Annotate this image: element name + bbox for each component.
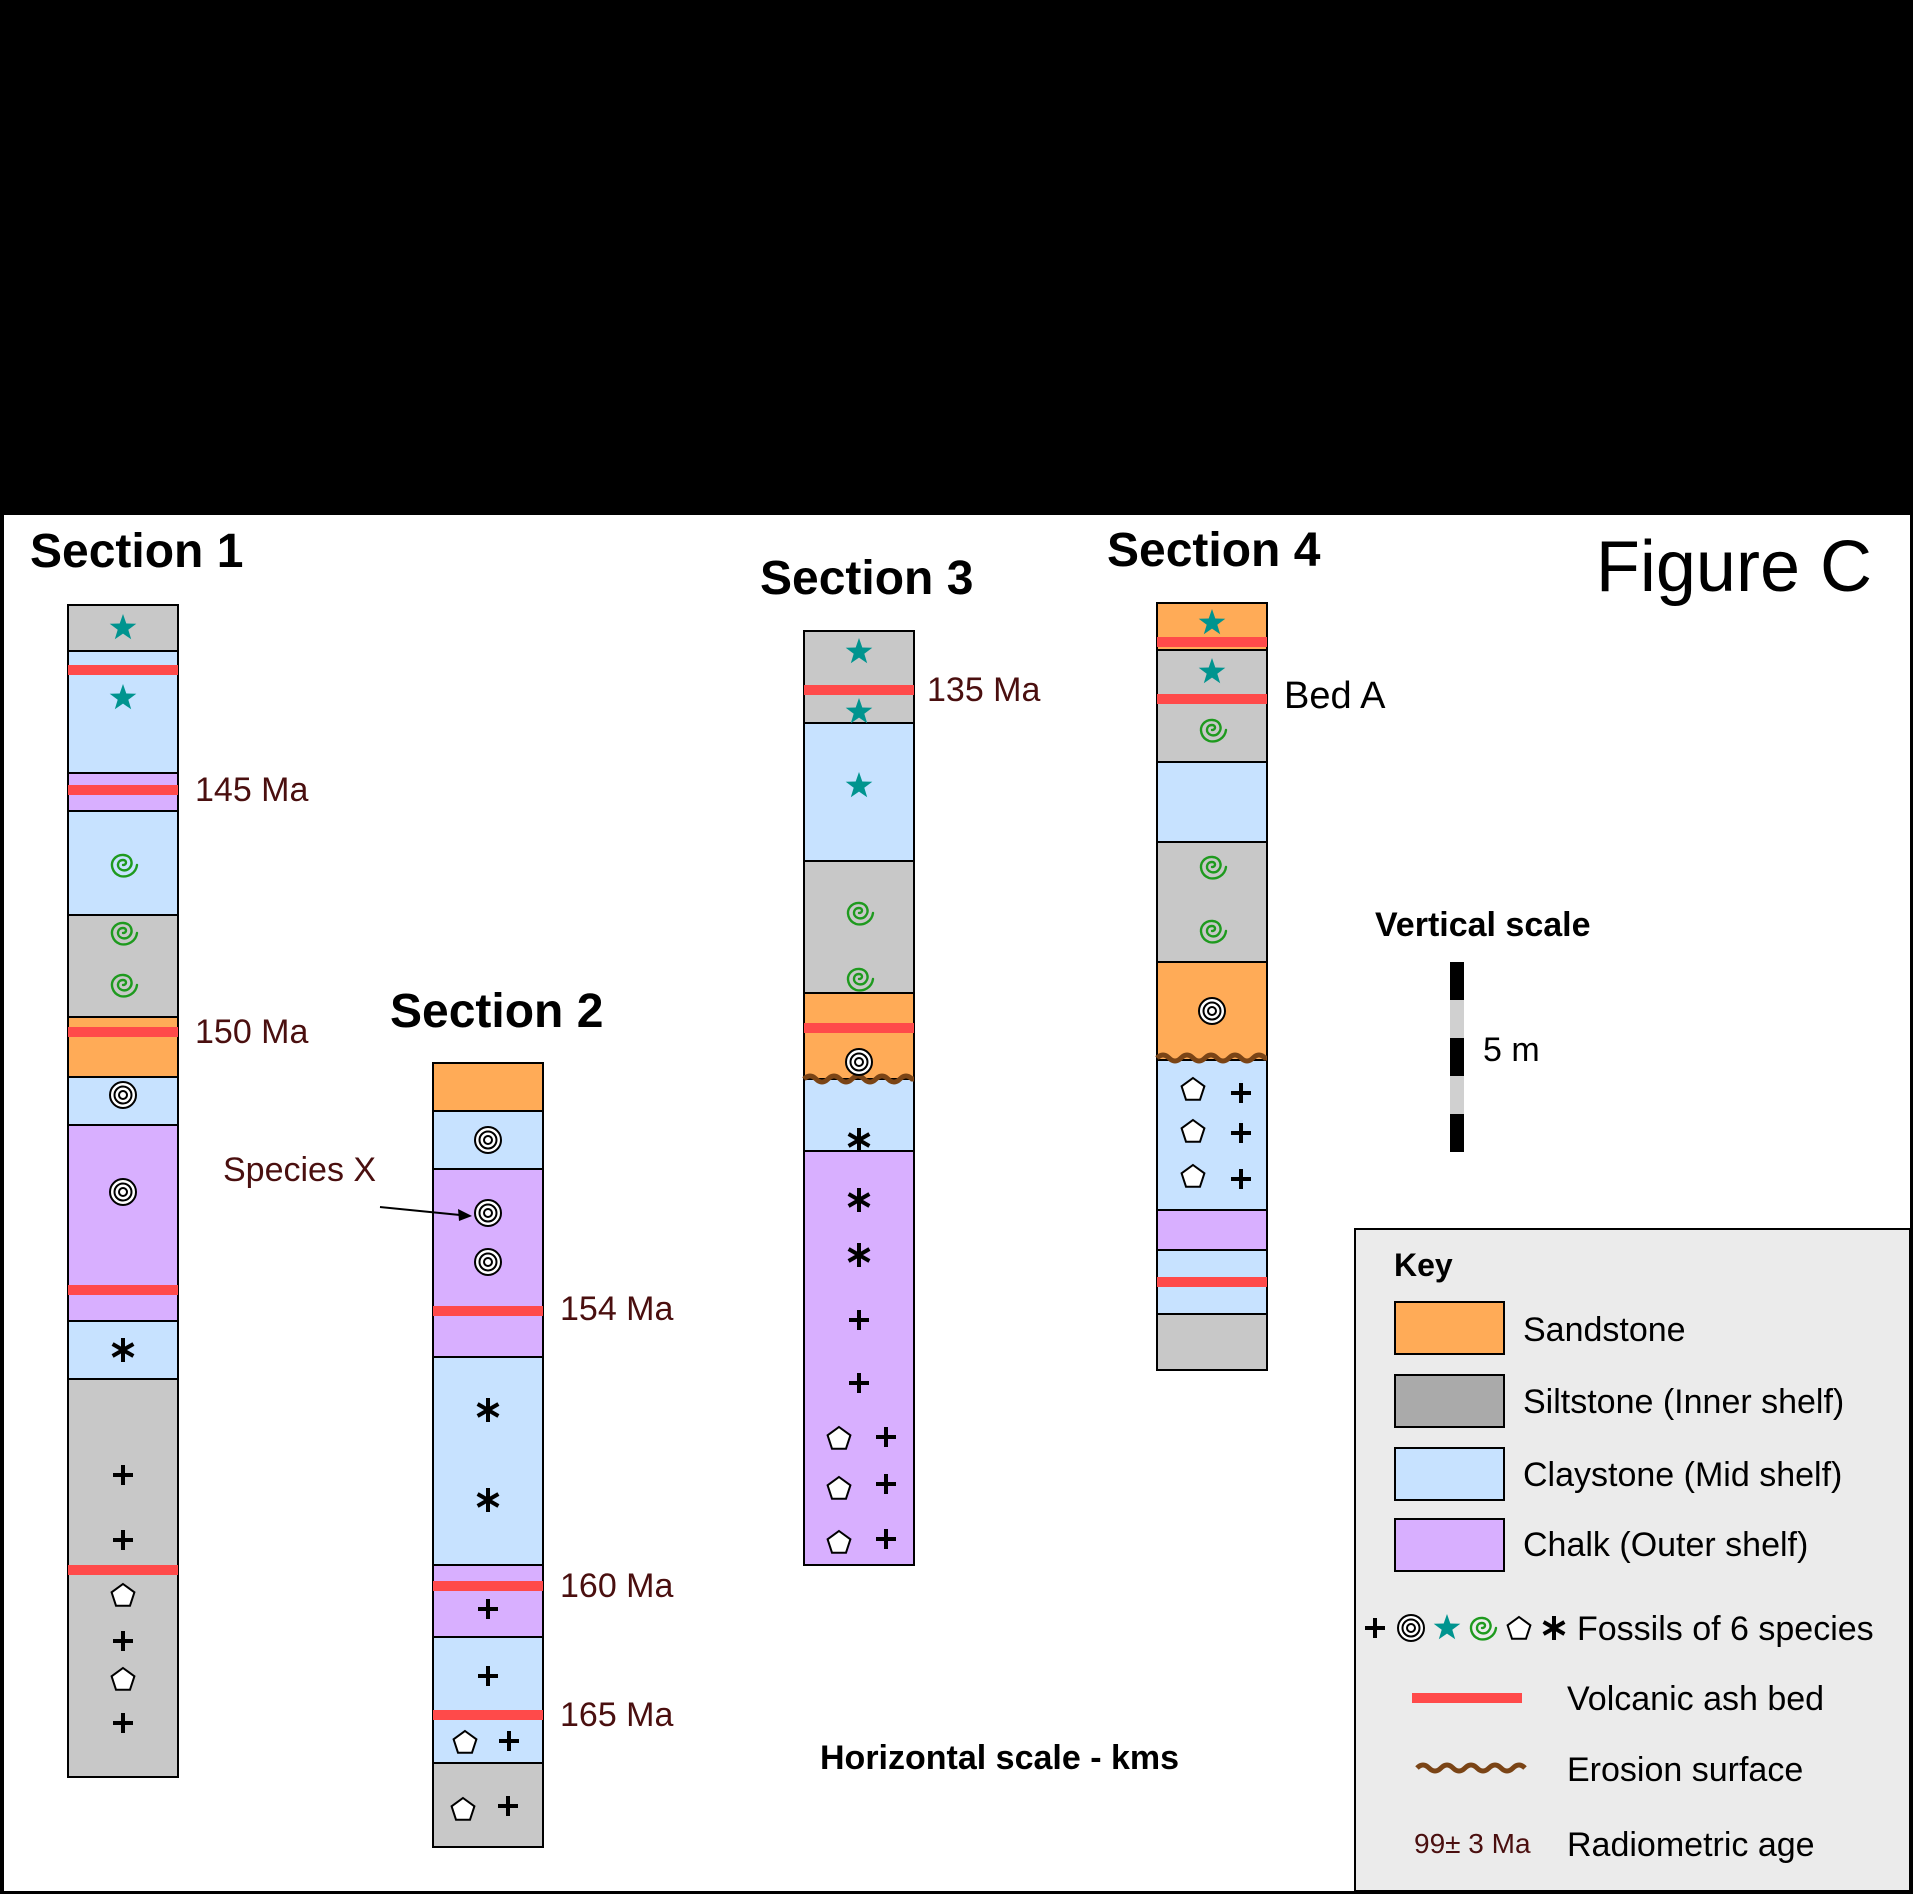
volcanic-ash-bed (68, 785, 178, 795)
stratigraphy-diagram: Section 1 (30, 524, 1910, 1891)
key-item-label: Claystone (Mid shelf) (1523, 1456, 1842, 1494)
volcanic-ash-bed (68, 1565, 178, 1575)
section-2-column (432, 1062, 544, 1848)
bed-claystone (803, 722, 915, 862)
bed-chalk (1156, 1209, 1268, 1251)
horizontal-scale-label: Horizontal scale - kms (820, 1739, 1179, 1777)
section-2: Section 2 Species X (223, 985, 673, 1848)
ash-swatch (1412, 1693, 1522, 1703)
section-3-title: Section 3 (760, 552, 973, 605)
volcanic-ash-bed (1157, 694, 1267, 704)
bed-claystone (432, 1356, 544, 1566)
section-4: Section 4 (1107, 524, 1386, 1371)
siltstone-swatch (1394, 1374, 1505, 1428)
section-4-title: Section 4 (1107, 524, 1321, 577)
scale-bar-segment (1450, 962, 1464, 1000)
radiometric-age-label: 160 Ma (560, 1567, 673, 1605)
bed-siltstone (432, 1762, 544, 1848)
sandstone-swatch (1394, 1301, 1505, 1355)
volcanic-ash-bed (433, 1581, 543, 1591)
figure-title: Figure C (1596, 527, 1872, 607)
target-fossil-icon (109, 1081, 137, 1109)
key-legend: Key Sandstone Siltstone (Inner shelf) Cl… (1354, 1228, 1910, 1891)
chalk-swatch (1394, 1518, 1505, 1572)
target-fossil-icon (474, 1248, 502, 1276)
scale-bar-segment (1450, 1076, 1464, 1114)
radiometric-age-label: 154 Ma (560, 1290, 673, 1328)
volcanic-ash-bed (433, 1306, 543, 1316)
bed-sandstone (67, 1016, 179, 1078)
key-title: Key (1394, 1247, 1453, 1283)
scale-bar-segment (1450, 1114, 1464, 1152)
section-1-column (67, 604, 179, 1778)
key-item-label: Chalk (Outer shelf) (1523, 1526, 1808, 1564)
vertical-scale-title: Vertical scale (1375, 906, 1591, 944)
vertical-scale: Vertical scale 5 m (1375, 906, 1591, 1152)
radiometric-age-label: 145 Ma (195, 771, 308, 809)
target-fossil-icon (1198, 997, 1226, 1025)
target-fossil-icon (474, 1126, 502, 1154)
section-2-title: Section 2 (390, 985, 603, 1038)
key-erosion-label: Erosion surface (1567, 1751, 1803, 1789)
erosion-surface (1155, 1052, 1267, 1064)
radiometric-age-label: 165 Ma (560, 1696, 673, 1734)
claystone-swatch (1394, 1447, 1505, 1501)
bed-siltstone (803, 860, 915, 994)
target-fossil-icon (474, 1199, 502, 1227)
vertical-scale-label: 5 m (1483, 1031, 1540, 1069)
volcanic-ash-bed (68, 1027, 178, 1037)
bed-claystone (67, 810, 179, 916)
key-age-example: 99± 3 Ma (1414, 1828, 1531, 1859)
erosion-surface (802, 1073, 914, 1085)
key-fossils-label: Fossils of 6 species (1577, 1610, 1874, 1648)
key-ash-label: Volcanic ash bed (1567, 1680, 1824, 1718)
bed-claystone (1156, 761, 1268, 843)
target-fossil-icon (845, 1048, 873, 1076)
section-1-title: Section 1 (30, 525, 243, 578)
radiometric-age-label: 135 Ma (927, 671, 1040, 709)
volcanic-ash-bed (1157, 1277, 1267, 1287)
bed-claystone (432, 1636, 544, 1764)
erosion-swatch (1415, 1762, 1527, 1774)
scale-bar-segment (1450, 1000, 1464, 1038)
target-fossil-icon (109, 1178, 137, 1206)
volcanic-ash-bed (804, 1023, 914, 1033)
bed-sandstone (432, 1062, 544, 1112)
section-3-column (803, 630, 915, 1566)
section-1: Section 1 (30, 525, 308, 1778)
volcanic-ash-bed (68, 665, 178, 675)
radiometric-age-label: 150 Ma (195, 1013, 308, 1051)
volcanic-ash-bed (433, 1710, 543, 1720)
volcanic-ash-bed (804, 685, 914, 695)
bed-siltstone (67, 1378, 179, 1778)
figure-panel: Section 1 (2, 513, 1912, 1893)
key-item-label: Siltstone (Inner shelf) (1523, 1383, 1844, 1421)
bed-siltstone (1156, 1313, 1268, 1371)
bed-siltstone (1156, 841, 1268, 963)
section-4-column (1156, 602, 1268, 1371)
bed-siltstone (67, 914, 179, 1018)
volcanic-ash-bed (68, 1285, 178, 1295)
species-x-label: Species X (223, 1151, 376, 1189)
bed-a-label: Bed A (1284, 675, 1386, 717)
section-3: Section 3 (760, 552, 1040, 1566)
bed-chalk (803, 1150, 915, 1566)
target-fossil-icon (1397, 1614, 1425, 1642)
key-item-label: Sandstone (1523, 1311, 1686, 1349)
volcanic-ash-bed (1157, 637, 1267, 647)
scale-bar-segment (1450, 1038, 1464, 1076)
key-age-label: Radiometric age (1567, 1826, 1815, 1864)
species-x-arrow (379, 1206, 472, 1221)
